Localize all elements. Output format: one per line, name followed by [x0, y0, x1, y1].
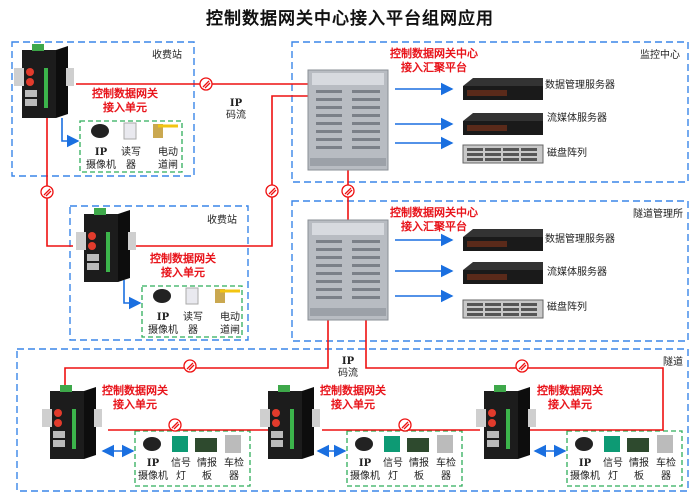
aggregation-platform	[307, 69, 389, 171]
info-board-label: 情报板	[409, 458, 429, 482]
platform-label: 控制数据网关中心接入汇聚平台	[390, 206, 478, 233]
zone-monitor-center	[291, 41, 689, 183]
disk-array-icon	[462, 299, 544, 319]
vehicle-detector-label: 车检器	[656, 458, 676, 482]
signal-light-label: 信号灯	[171, 458, 191, 482]
aggregation-platform	[307, 219, 389, 321]
zone-label-tunnel: 隧道	[663, 357, 683, 368]
zone-label-toll-station-1: 收费站	[152, 50, 182, 61]
signal-light-label: 信号灯	[383, 458, 403, 482]
zone-label-monitor-center: 监控中心	[640, 50, 680, 61]
vehicle-detector-label: 车检器	[224, 458, 244, 482]
tunnel-device-icons	[143, 435, 673, 453]
gateway-unit	[260, 385, 320, 459]
server-icon	[463, 78, 543, 100]
vehicle-detector-label: 车检器	[436, 458, 456, 482]
gateway-label: 控制数据网关接入单元	[150, 252, 216, 279]
gateway-unit	[14, 44, 74, 118]
zone-label-toll-station-2: 收费站	[207, 215, 237, 226]
page-title: 控制数据网关中心接入平台组网应用	[206, 9, 494, 29]
zone-toll-station-2	[69, 205, 249, 341]
toll-device-icons	[91, 122, 240, 305]
card-reader-label: 读写器	[121, 147, 141, 171]
gateway-label: 控制数据网关接入单元	[102, 384, 168, 411]
server-label: 数据管理服务器	[545, 234, 615, 245]
server-label: 数据管理服务器	[545, 80, 615, 91]
link-icon	[40, 185, 54, 199]
info-board-label: 情报板	[197, 458, 217, 482]
link-icon	[199, 77, 213, 91]
link-icon	[168, 418, 182, 432]
gateway-unit	[42, 385, 102, 459]
server-icon	[463, 113, 543, 135]
zone-tunnel	[16, 348, 689, 492]
server-label: 磁盘阵列	[547, 148, 587, 159]
disk-array-icon	[462, 144, 544, 164]
link-icon	[183, 359, 197, 373]
platform-label: 控制数据网关中心接入汇聚平台	[390, 47, 478, 74]
info-board-label: 情报板	[629, 458, 649, 482]
barrier-gate-label: 电动道闸	[158, 147, 178, 171]
server-label: 流媒体服务器	[547, 113, 607, 124]
gateway-label: 控制数据网关接入单元	[537, 384, 603, 411]
server-label: 磁盘阵列	[547, 302, 587, 313]
zone-label-tunnel-office: 隧道管理所	[633, 209, 683, 220]
gateway-label: 控制数据网关接入单元	[92, 87, 158, 114]
link-icon	[515, 359, 529, 373]
card-reader-label: 读写器	[183, 312, 203, 336]
signal-light-label: 信号灯	[603, 458, 623, 482]
gateway-unit	[76, 208, 136, 282]
server-label: 流媒体服务器	[547, 267, 607, 278]
barrier-gate-label: 电动道闸	[220, 312, 240, 336]
server-icon	[463, 262, 543, 284]
link-icon	[265, 184, 279, 198]
zone-tunnel-office	[291, 200, 689, 342]
link-icon	[398, 418, 412, 432]
gateway-label: 控制数据网关接入单元	[320, 384, 386, 411]
zone-toll-station-1	[11, 41, 195, 177]
link-icon	[341, 184, 355, 198]
gateway-unit	[476, 385, 536, 459]
